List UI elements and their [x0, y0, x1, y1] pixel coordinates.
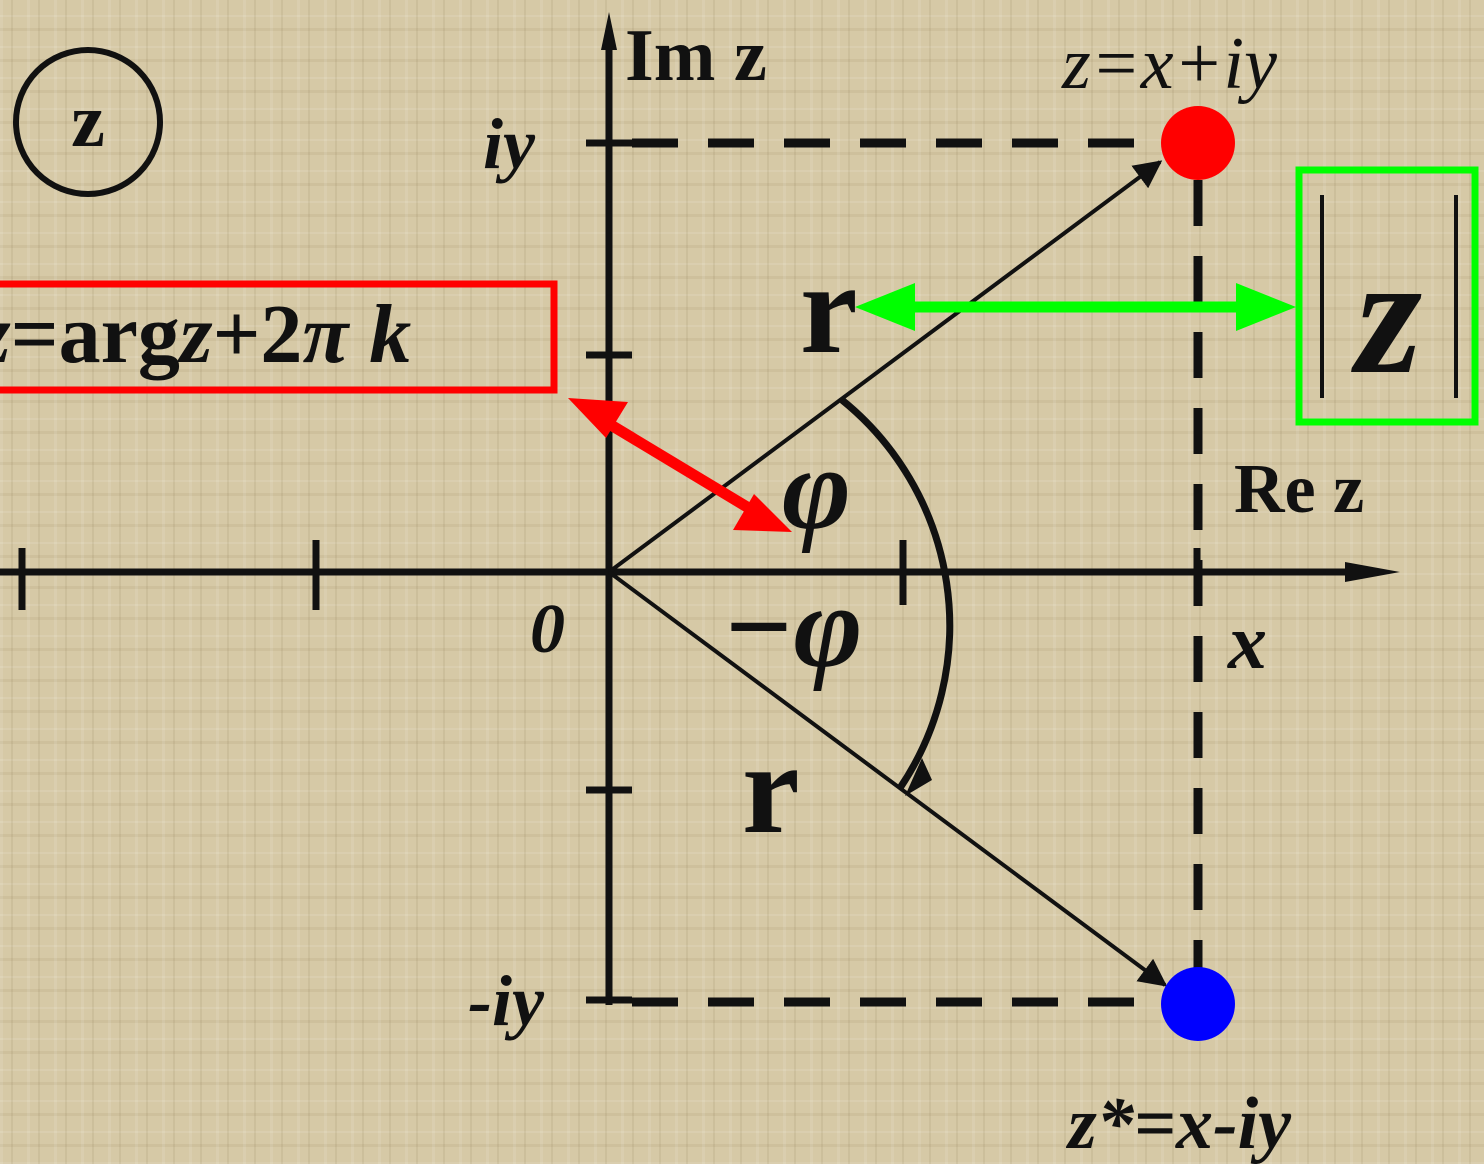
radius-vector-z	[607, 160, 1163, 574]
arg-box-text: z=argz+2π k	[0, 288, 411, 381]
plane-label: z	[13, 47, 163, 197]
phi-label: φ	[782, 423, 851, 554]
arg-box-border	[0, 280, 558, 394]
arg-pointer-head-start	[568, 398, 628, 438]
iy-tick-label: iy	[483, 104, 536, 184]
modulus-box: z	[1295, 166, 1479, 426]
r-label-lower: r	[742, 717, 800, 861]
x-tick-label: x	[1227, 598, 1267, 685]
angle-arc	[839, 397, 954, 790]
modulus-box-border	[1295, 166, 1479, 426]
imag-axis-arrowhead	[601, 12, 617, 50]
imag-axis-label: Im z	[625, 15, 767, 97]
radius-vector-conj	[607, 570, 1168, 987]
axes	[0, 12, 1400, 1005]
r-label-upper: r	[800, 237, 858, 381]
projection-lines	[632, 138, 1203, 1007]
angle-arc-arrowhead	[905, 758, 932, 796]
neg-phi-label: −φ	[722, 561, 863, 692]
modulus-pointer-arrow	[855, 283, 1296, 331]
modulus-box-text: z	[1351, 221, 1422, 409]
arg-pointer-head-end	[733, 494, 792, 532]
plane-label-text: z	[71, 79, 105, 163]
point-z-label: z=x+iy	[1061, 23, 1277, 105]
origin-label: 0	[530, 591, 565, 668]
point-z	[1161, 106, 1235, 180]
modulus-pointer-head-start	[855, 283, 915, 331]
real-axis-label: Re z	[1234, 451, 1364, 528]
arg-pointer-arrow	[568, 398, 792, 532]
arg-pointer-shaft	[593, 411, 765, 521]
neg-iy-tick-label: -iy	[468, 961, 545, 1041]
arg-box: z=argz+2π k	[0, 280, 558, 394]
real-axis-arrowhead	[1345, 562, 1400, 582]
point-conjugate-label: z*=x-iy	[1065, 1083, 1292, 1164]
plane-label-circle	[13, 47, 163, 197]
point-conjugate	[1161, 967, 1235, 1041]
modulus-pointer-head-end	[1236, 283, 1296, 331]
